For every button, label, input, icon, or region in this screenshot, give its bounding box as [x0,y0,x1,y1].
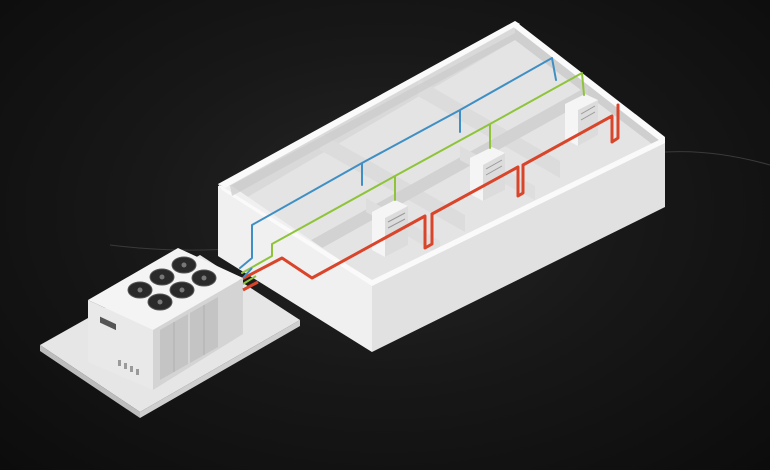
fan-icon [127,281,153,299]
fan-icon [149,268,175,286]
chiller-top [88,248,243,330]
front-wall-right [372,140,665,352]
pipes [238,57,620,282]
back-wall-shadow [230,33,515,196]
long-divider [297,86,588,262]
front-wall-left [218,186,372,352]
fan-coil-icon [565,94,598,146]
fan-icon [171,256,197,274]
auxiliary-pipe [241,72,585,274]
front-wall-left-side [218,186,372,352]
building [218,21,665,352]
fan-icon [169,281,195,299]
return-pipe [238,103,620,282]
chiller-vents [118,360,139,375]
supply-pipe [239,57,557,269]
chiller-label-plate [100,316,116,331]
chiller-fans [127,256,217,311]
pipe-connections [242,267,259,292]
fan-coil-icon [372,200,408,257]
wall-top-edges [218,21,665,286]
chiller-unit [88,248,243,390]
fan-icon [147,293,173,311]
chiller-panels [160,297,218,380]
fan-icon [191,269,217,287]
